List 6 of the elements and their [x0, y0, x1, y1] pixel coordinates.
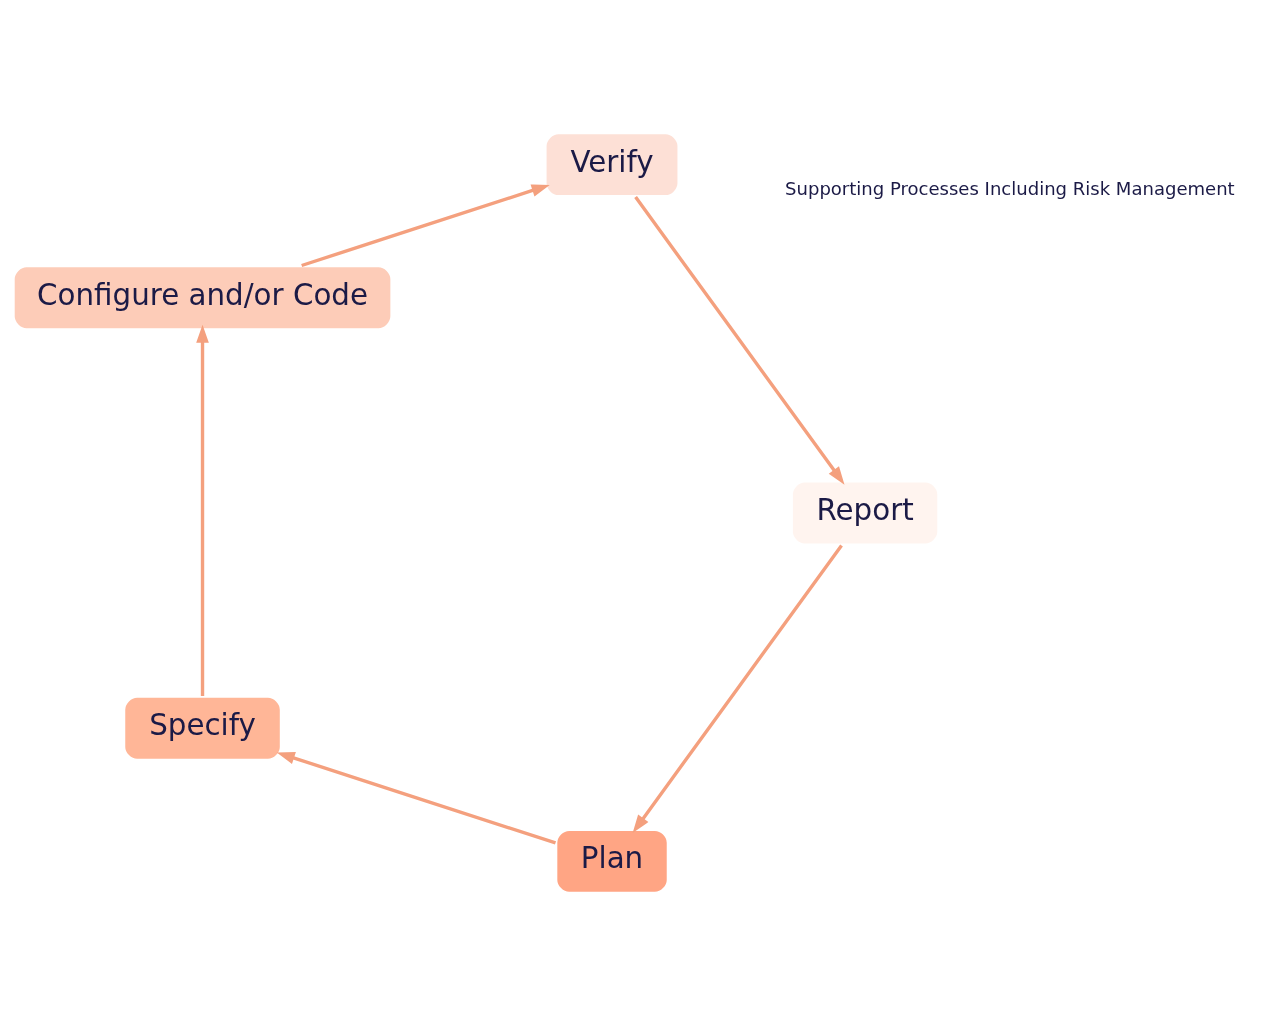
arrow [634, 195, 845, 485]
label: Supporting Processes Including Risk Management [785, 177, 1235, 199]
arrow [276, 751, 557, 845]
arrow [632, 543, 843, 833]
arrow [301, 183, 550, 267]
arrow [196, 324, 209, 696]
